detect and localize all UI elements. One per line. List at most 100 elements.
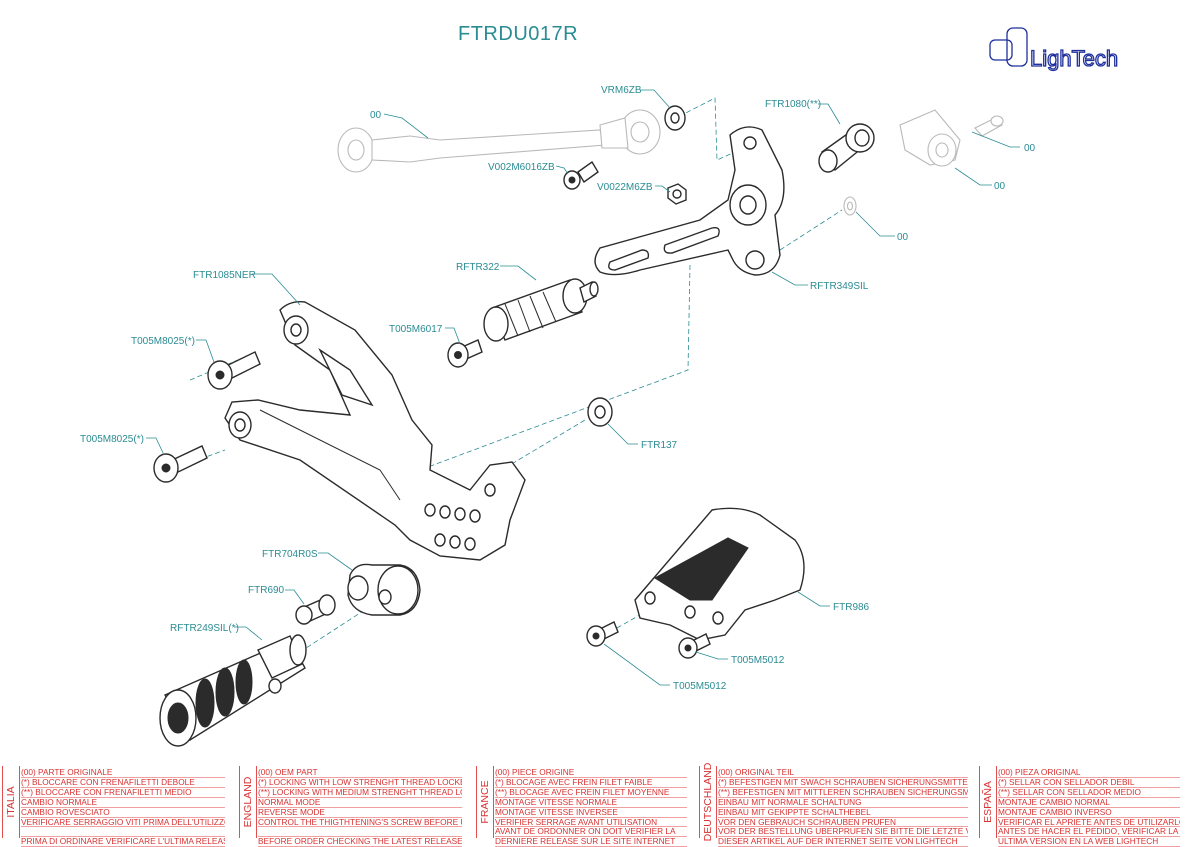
legend-line: CONTROL THE THIGTHTENING'S SCREW BEFORE …	[258, 818, 462, 828]
legend-line: PRIMA DI ORDINARE VERIFICARE L'ULTIMA RE…	[21, 837, 225, 847]
legend-table: ITALIA (00) PARTE ORIGINALE (*) BLOCCARE…	[0, 763, 1189, 847]
washer-ftr137	[587, 397, 613, 427]
leader-lines	[146, 89, 1020, 686]
legend-line: REVERSE MODE	[258, 808, 462, 818]
legend-line: (00) PIEZA ORIGINAL	[998, 768, 1180, 778]
legend-line: VERIFICAR EL APRIETE ANTES DE UTILIZARLO	[998, 817, 1180, 828]
legend-espana: ESPAÑA (00) PIEZA ORIGINAL (*) SELLAR CO…	[979, 766, 1180, 847]
legend-line: AVANT DE ORDONNER ON DOIT VERIFIER LA	[495, 827, 687, 838]
legend-lines: (00) PIECE ORIGINE (*) BLOCAGE AVEC FREI…	[495, 768, 687, 847]
legend-line: (00) ORIGINAL TEIL	[718, 768, 968, 778]
legend-line	[21, 827, 225, 838]
legend-line: MONTAJE CAMBIO NORMAL	[998, 798, 1180, 808]
label-ftr690: FTR690	[248, 585, 285, 596]
pin-ftr1080	[818, 123, 875, 173]
legend-line: MONTAJE CAMBIO INVERSO	[998, 808, 1180, 818]
logo-text: LighTech	[1030, 46, 1118, 71]
eccentric-ftr704r0s	[347, 563, 421, 616]
heel-guard-ftr986	[634, 507, 805, 641]
label-t005m8025-lower: T005M8025(*)	[80, 434, 144, 445]
legend-line	[258, 827, 462, 838]
label-v0022m6zb: V0022M6ZB	[597, 182, 653, 193]
legend-line: (**) LOCKING WITH MEDIUM STRENGHT THREAD…	[258, 787, 462, 798]
axis-dash-3	[779, 209, 843, 251]
legend-deutschland: DEUTSCHLAND (00) ORIGINAL TEIL (*) BEFES…	[699, 763, 968, 847]
legend-line: NORMAL MODE	[258, 798, 462, 808]
oem-rod-ghost	[337, 109, 661, 173]
oem-washer-ghost	[843, 196, 857, 216]
legend-line: (00) OEM PART	[258, 768, 462, 778]
legend-line: (*) SELLAR CON SELLADOR DEBIL	[998, 778, 1180, 788]
part-labels: 00 VRM6ZB V002M6016ZB V0022M6ZB FTR1080(…	[80, 85, 1036, 692]
legend-language: DEUTSCHLAND	[702, 762, 714, 842]
drawing-title: FTRDU017R	[458, 23, 578, 45]
screw-t005m8025-lower	[153, 445, 208, 483]
label-v002m6016zb: V002M6016ZB	[488, 162, 555, 173]
legend-language: ENGLAND	[242, 776, 254, 828]
legend-line: (*) LOCKING WITH LOW STRENGHT THREAD LOC…	[258, 777, 462, 788]
plate-ftr1085ner	[224, 300, 526, 561]
legend-line: (00) PIECE ORIGINE	[495, 768, 687, 778]
label-vrm6zb: VRM6ZB	[601, 85, 642, 96]
label-rftr322: RFTR322	[456, 262, 500, 273]
legend-lines: (00) PARTE ORIGINALE (*) BLOCCARE CON FR…	[21, 768, 225, 847]
label-t005m6017: T005M6017	[389, 324, 443, 335]
legend-line: (*) BLOCCARE CON FRENAFILETTI DEBOLE	[21, 778, 225, 788]
label-oo-top1: 00	[1024, 143, 1036, 154]
rocker-rftr349sil	[594, 126, 785, 276]
legend-line: DIESER ARTIKEL AUF DER INTERNET SEITE VO…	[718, 837, 968, 847]
label-oo-rod: 00	[370, 110, 382, 121]
legend-line: (**) BEFESTIGEN MIT MITTLEREN SCHRAUBEN …	[718, 787, 968, 798]
label-ftr986: FTR986	[833, 602, 870, 613]
label-ftr704r0s: FTR704R0S	[262, 549, 318, 560]
legend-line: (**) SELLAR CON SELLADOR MEDIO	[998, 788, 1180, 798]
legend-line: (**) BLOCCARE CON FRENAFILETTI MEDIO	[21, 788, 225, 798]
legend-language: ESPAÑA	[982, 781, 994, 823]
nut-v0022m6zb	[667, 183, 687, 205]
legend-line: EINBAU MIT NORMALE SCHALTUNG	[718, 798, 968, 808]
spacer-ftr690	[295, 594, 336, 625]
screw-t005m5012-right	[678, 633, 711, 659]
label-oo-washer: 00	[897, 232, 909, 243]
legend-england: ENGLAND (00) OEM PART (*) LOCKING WITH L…	[239, 766, 462, 847]
label-ftr1080: FTR1080(**)	[765, 99, 821, 110]
legend-lines: (00) PIEZA ORIGINAL (*) SELLAR CON SELLA…	[998, 768, 1180, 847]
legend-line: EINBAU MIT GEKIPPTE SCHALTHEBEL	[718, 808, 968, 818]
screw-v002m6016zb	[563, 160, 599, 190]
legend-lines: (00) ORIGINAL TEIL (*) BEFESTIGEN MIT SW…	[718, 768, 968, 847]
legend-lines: (00) OEM PART (*) LOCKING WITH LOW STREN…	[258, 768, 462, 847]
legend-line: CAMBIO NORMALE	[21, 798, 225, 808]
legend-line: BEFORE ORDER CHECKING THE LATEST RELEASE…	[258, 837, 462, 847]
lightech-logo: LighTech	[989, 27, 1119, 72]
label-t005m8025-upper: T005M8025(*)	[131, 336, 195, 347]
label-rftr249sil: RFTR249SIL(*)	[170, 623, 239, 634]
legend-line: VERIFICARE SERRAGGIO VITI PRIMA DELL'UTI…	[21, 817, 225, 828]
legend-line: VOR DEN GEBRAUCH SCHRAUBEN PRUFEN	[718, 818, 968, 828]
oem-joint-ghost	[899, 109, 1004, 167]
legend-line: VOR DER BESTELLUNG UBERPRUFEN SIE BITTE …	[718, 827, 968, 838]
legend-line: ULTIMA VERSION EN LA WEB LIGHTECH	[998, 837, 1180, 847]
legend-line: DERNIERE RELEASE SUR LE SITE INTERNET	[495, 837, 687, 847]
screw-t005m5012-left	[586, 621, 619, 647]
footpeg-rftr249sil	[159, 634, 307, 747]
label-ftr1085ner: FTR1085NER	[193, 270, 256, 281]
label-rftr349sil: RFTR349SIL	[810, 281, 869, 292]
legend-line: (**) BLOCAGE AVEC FREIN FILET MOYENNE	[495, 788, 687, 798]
label-t005m5012-left: T005M5012	[673, 681, 727, 692]
legend-italia: ITALIA (00) PARTE ORIGINALE (*) BLOCCARE…	[2, 766, 225, 847]
label-t005m5012-right: T005M5012	[731, 655, 785, 666]
legend-line: (*) BEFESTIGEN MIT SWACH SCHRAUBEN SICHE…	[718, 777, 968, 788]
legend-line: (*) BLOCAGE AVEC FREIN FILET FAIBLE	[495, 778, 687, 788]
axis-dash-4	[504, 419, 586, 469]
axis-dash-2	[419, 264, 691, 471]
screw-t005m6017	[447, 339, 483, 368]
screw-t005m8025-upper	[207, 351, 261, 390]
legend-line: MONTAGE VITESSE NORMALE	[495, 798, 687, 808]
label-ftr137: FTR137	[641, 440, 678, 451]
washer-vrm6zb	[664, 105, 686, 131]
label-oo-top2: 00	[994, 181, 1006, 192]
legend-line: MONTAGE VITESSE INVERSEE	[495, 808, 687, 818]
shaft-rftr322	[483, 278, 599, 342]
legend-line: VERIFIER SERRAGE AVANT UTILISATION	[495, 818, 687, 828]
